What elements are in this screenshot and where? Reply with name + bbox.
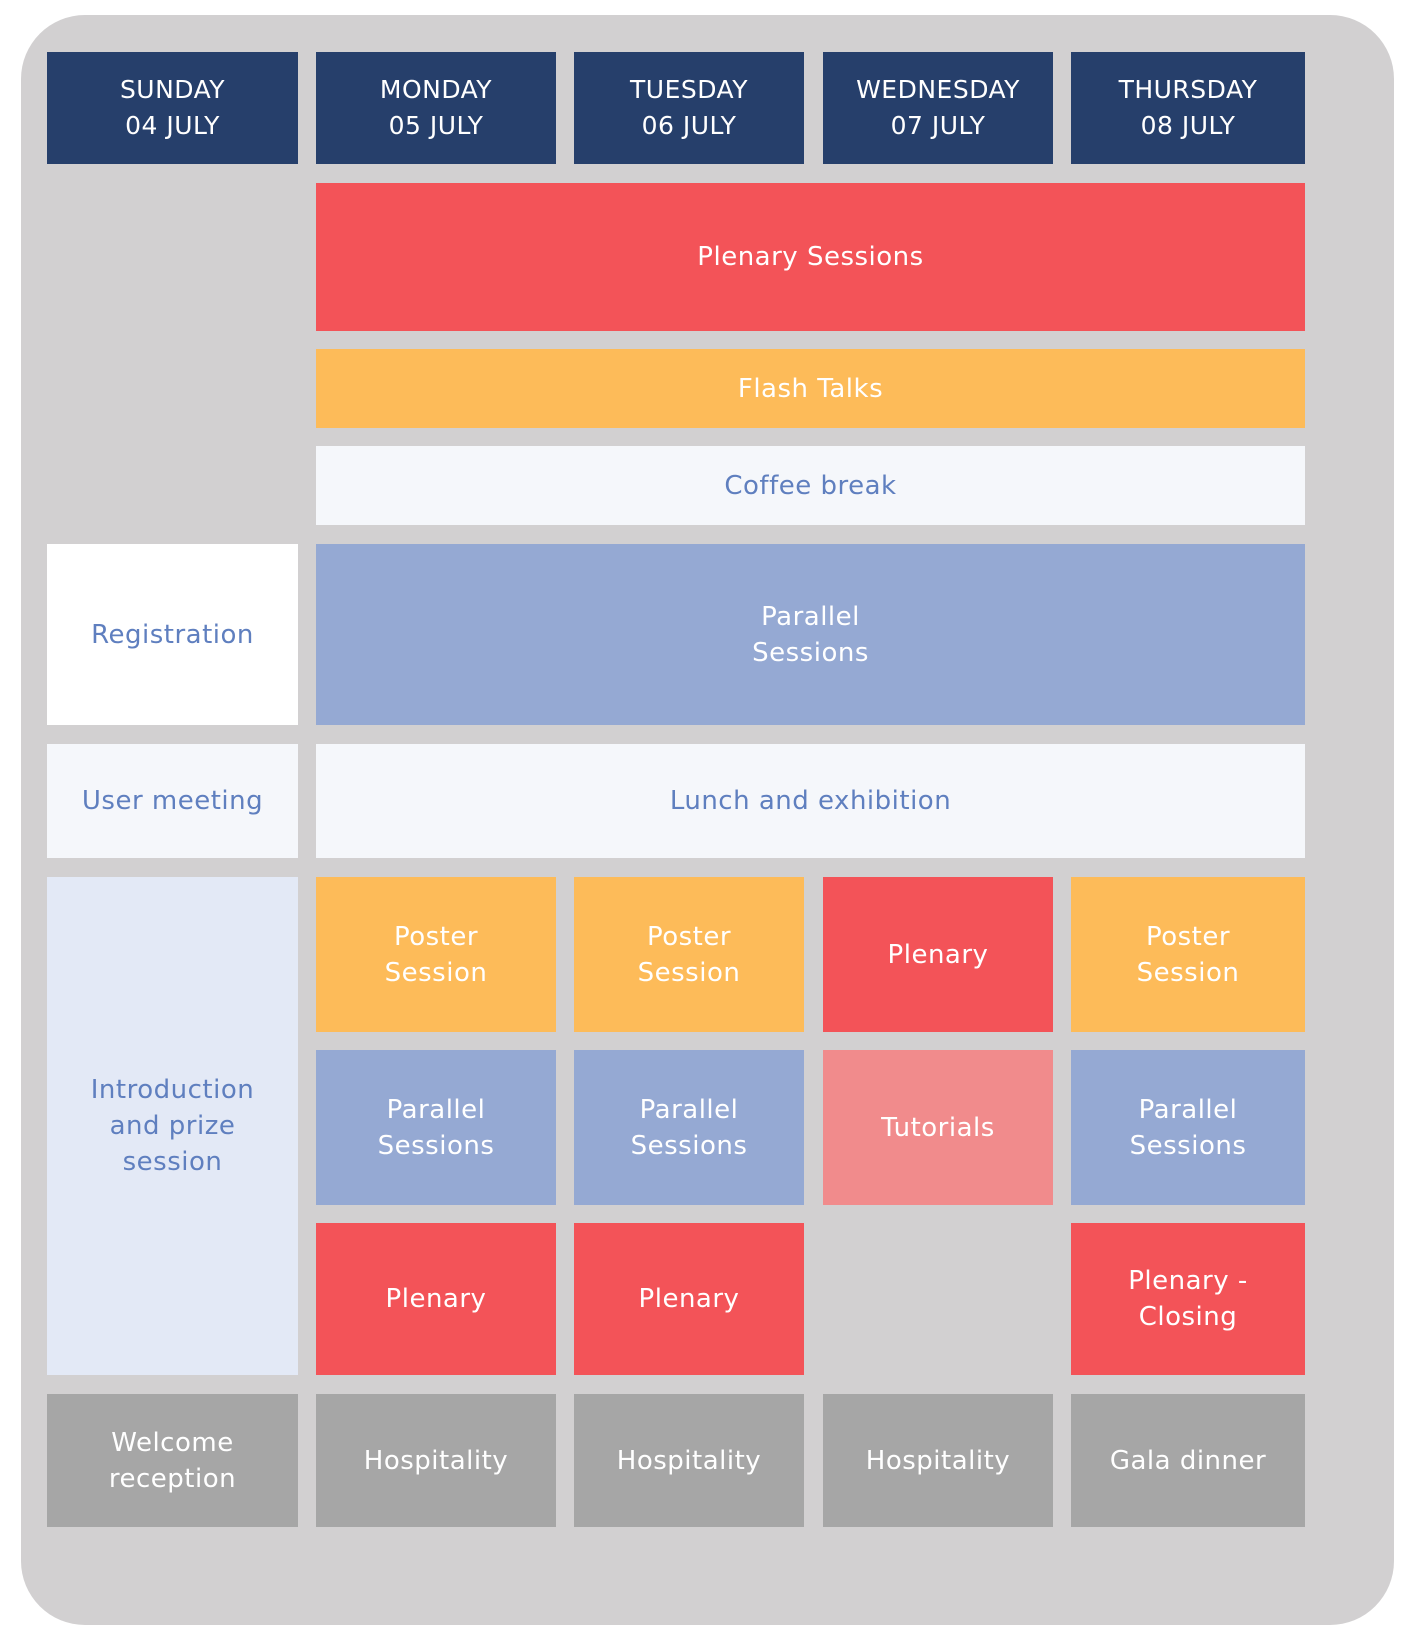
parallel-sessions-block: Parallel Sessions bbox=[574, 1050, 804, 1205]
tutorials-block: Tutorials bbox=[823, 1050, 1053, 1205]
hospitality-block: Hospitality bbox=[574, 1394, 804, 1527]
coffee-break-block: Coffee break bbox=[316, 446, 1305, 525]
plenary-closing-block: Plenary - Closing bbox=[1071, 1223, 1305, 1375]
block-label: Coffee break bbox=[724, 470, 897, 501]
parallel-sessions-block: Parallel Sessions bbox=[316, 544, 1305, 725]
day-name: THURSDAY bbox=[1118, 75, 1258, 104]
block-label: Registration bbox=[91, 619, 254, 650]
block-label: Lunch and exhibition bbox=[669, 786, 952, 816]
registration-block: Registration bbox=[47, 544, 298, 725]
block-label: Parallel Sessions bbox=[752, 601, 869, 668]
welcome-reception-block: Welcome reception bbox=[47, 1394, 298, 1527]
poster-session-block: Poster Session bbox=[574, 877, 804, 1032]
day-date: 06 JULY bbox=[641, 111, 737, 140]
day-header-monday: MONDAY 05 JULY bbox=[316, 52, 556, 164]
flash-talks-block: Flash Talks bbox=[316, 349, 1305, 428]
block-label: Introduction and prize session bbox=[90, 1075, 255, 1177]
parallel-sessions-block: Parallel Sessions bbox=[316, 1050, 556, 1205]
day-date: 08 JULY bbox=[1140, 111, 1236, 140]
plenary-sessions-block: Plenary Sessions bbox=[316, 183, 1305, 331]
block-label: Plenary bbox=[385, 1284, 487, 1314]
plenary-block: Plenary bbox=[316, 1223, 556, 1375]
day-name: WEDNESDAY bbox=[856, 75, 1020, 104]
block-label: Plenary Sessions bbox=[697, 242, 924, 272]
block-label: Hospitality bbox=[363, 1445, 509, 1476]
day-date: 07 JULY bbox=[890, 111, 986, 140]
poster-session-block: Poster Session bbox=[1071, 877, 1305, 1032]
introduction-prize-block: Introduction and prize session bbox=[47, 877, 298, 1375]
block-label: Parallel Sessions bbox=[377, 1094, 495, 1161]
gala-dinner-block: Gala dinner bbox=[1071, 1394, 1305, 1527]
block-label: Parallel Sessions bbox=[1129, 1094, 1247, 1161]
block-label: Gala dinner bbox=[1109, 1445, 1267, 1476]
block-label: Tutorials bbox=[881, 1112, 995, 1143]
day-name: SUNDAY bbox=[119, 75, 226, 104]
day-date: 05 JULY bbox=[388, 111, 484, 140]
block-label: Plenary bbox=[638, 1284, 740, 1314]
user-meeting-block: User meeting bbox=[47, 744, 298, 858]
block-label: Hospitality bbox=[865, 1445, 1011, 1476]
day-header-tuesday: TUESDAY 06 JULY bbox=[574, 52, 804, 164]
poster-session-block: Poster Session bbox=[316, 877, 556, 1032]
block-label: Flash Talks bbox=[737, 373, 884, 404]
day-name: TUESDAY bbox=[630, 75, 748, 104]
day-header-thursday: THURSDAY 08 JULY bbox=[1071, 52, 1305, 164]
hospitality-block: Hospitality bbox=[316, 1394, 556, 1527]
plenary-block: Plenary bbox=[823, 877, 1053, 1032]
plenary-block: Plenary bbox=[574, 1223, 804, 1375]
block-label: Welcome reception bbox=[108, 1427, 237, 1494]
block-label: Parallel Sessions bbox=[630, 1094, 748, 1161]
block-label: Plenary bbox=[887, 939, 989, 970]
block-label: Poster Session bbox=[1136, 921, 1240, 988]
block-label: Plenary - Closing bbox=[1128, 1266, 1248, 1332]
parallel-sessions-block: Parallel Sessions bbox=[1071, 1050, 1305, 1205]
block-label: Poster Session bbox=[637, 921, 741, 988]
hospitality-block: Hospitality bbox=[823, 1394, 1053, 1527]
day-header-wednesday: WEDNESDAY 07 JULY bbox=[823, 52, 1053, 164]
block-label: Poster Session bbox=[384, 921, 488, 988]
block-label: Hospitality bbox=[616, 1445, 762, 1476]
day-name: MONDAY bbox=[379, 75, 493, 104]
day-header-sunday: SUNDAY 04 JULY bbox=[47, 52, 298, 164]
lunch-exhibition-block: Lunch and exhibition bbox=[316, 744, 1305, 858]
block-label: User meeting bbox=[81, 786, 264, 816]
day-date: 04 JULY bbox=[125, 111, 220, 140]
